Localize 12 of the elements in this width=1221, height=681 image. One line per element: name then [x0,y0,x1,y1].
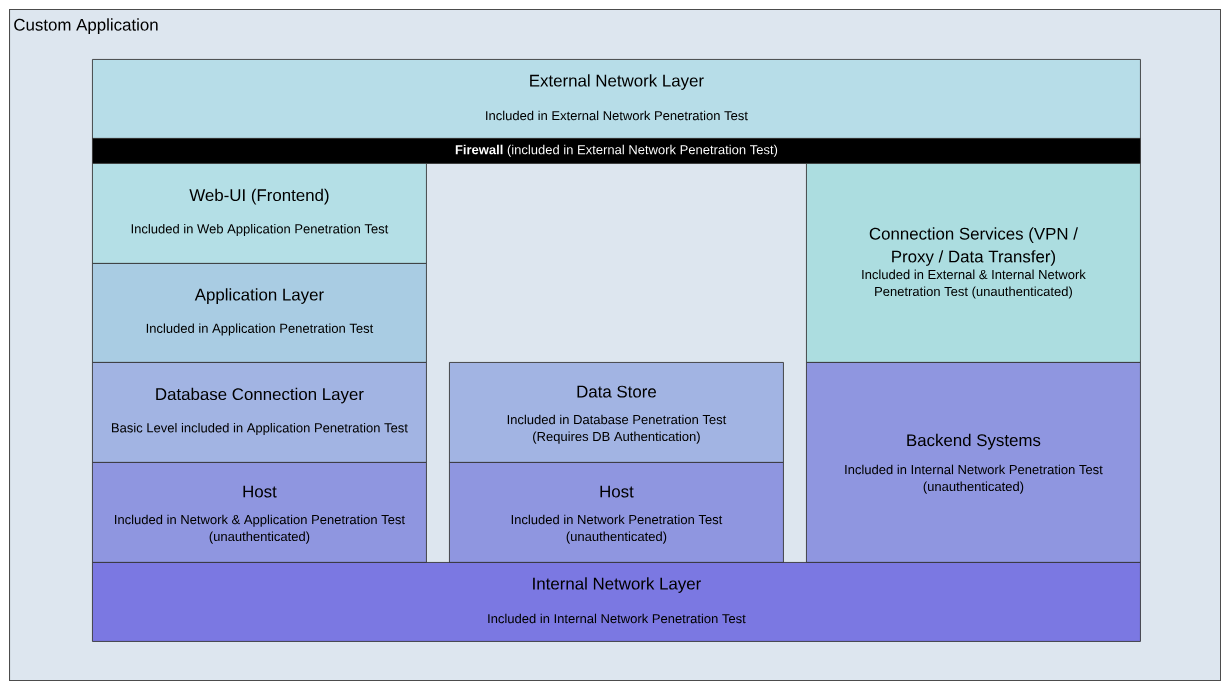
layer-box: Host Included in Network & Application Penetration Test (unauthenticated) [92,462,427,563]
layer-box: Web-UI (Frontend) Included in Web Application Penetration Test [92,163,427,264]
firewall-band: Firewall (included in External Network Penetration Test) [92,138,1141,164]
layer-box: External Network Layer Included in External Network Penetration Test [92,59,1141,139]
layer-box: Backend Systems Included in Internal Network Penetration Test (unauthenticated) [806,362,1141,563]
layer-box: Database Connection Layer Basic Level included in Application Penetration Test [92,362,427,463]
layer-box: Application Layer Included in Application Penetration Test [92,263,427,363]
layer-box: Data Store Included in Database Penetration Test (Requires DB Authentication) [449,362,784,463]
layer-box: Connection Services (VPN / Proxy / Data Transfer) Included in External & Internal Network Penetration Test (unauthenticated) [806,163,1141,363]
layer-box: Internal Network Layer Included in Internal Network Penetration Test [92,562,1141,642]
layer-box: Host Included in Network Penetration Test (unauthenticated) [449,462,784,563]
frame-title: Custom Application [14,18,158,35]
